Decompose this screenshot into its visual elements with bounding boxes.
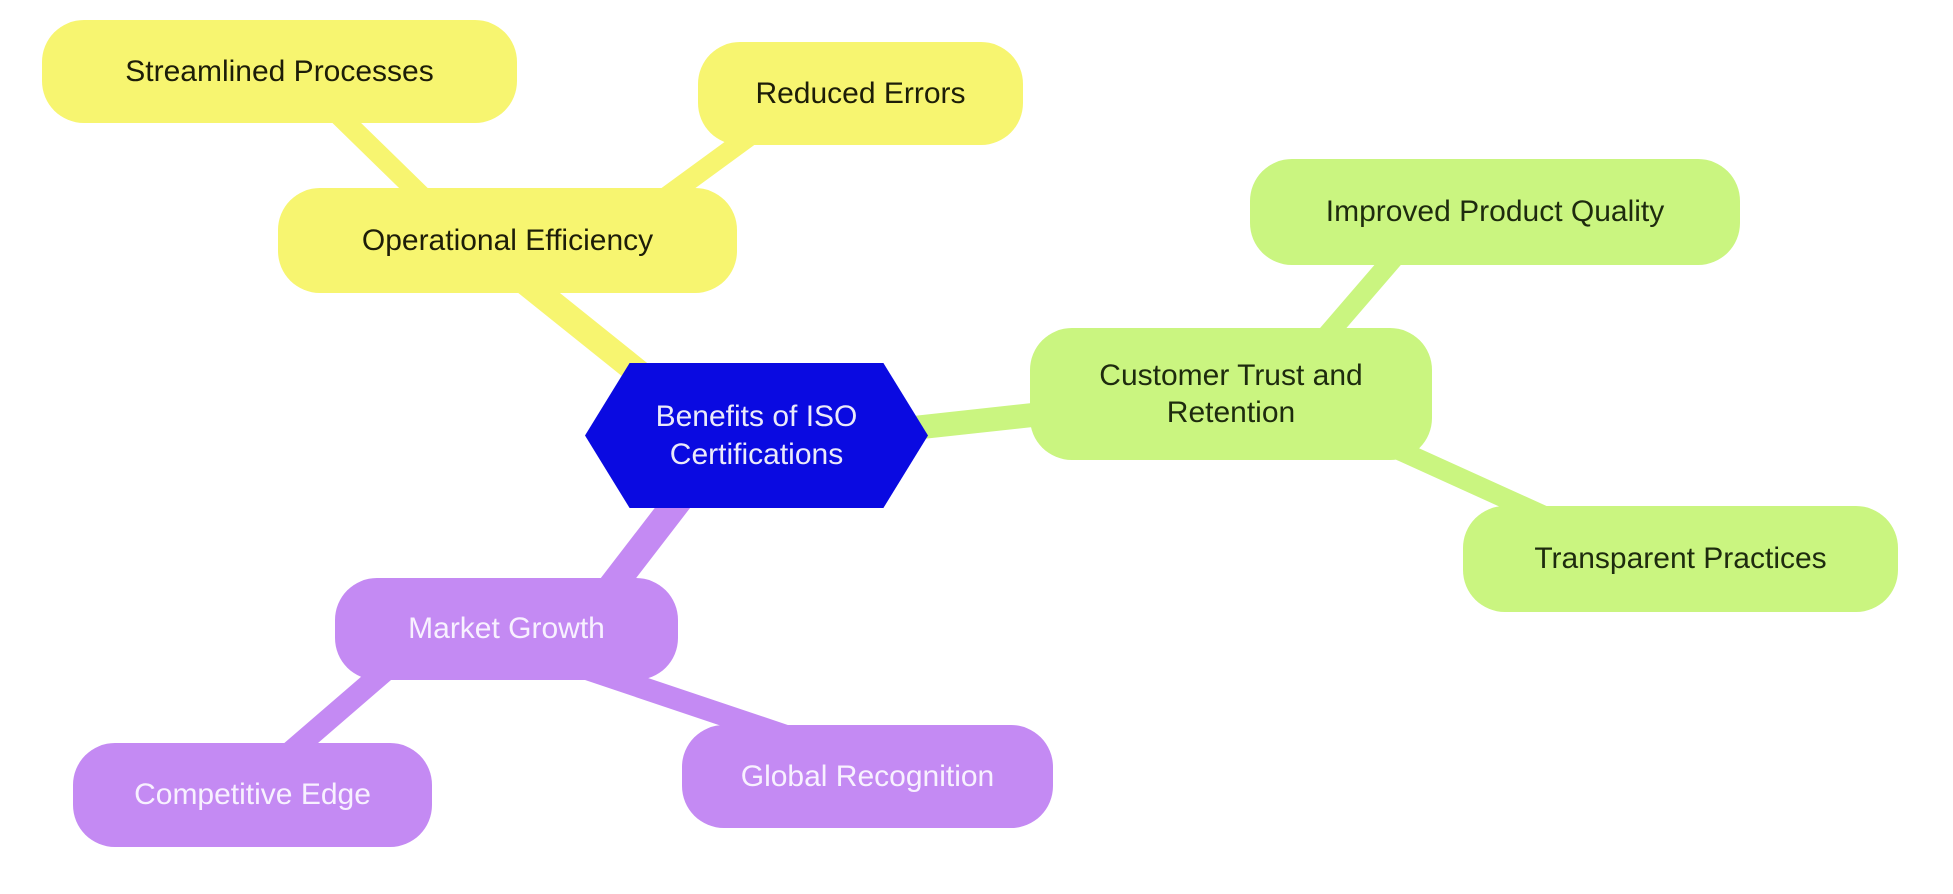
node-competitive-edge: Competitive Edge <box>73 743 432 847</box>
node-reduced-errors: Reduced Errors <box>698 42 1023 145</box>
node-label: Transparent Practices <box>1534 542 1827 576</box>
node-label: Improved Product Quality <box>1325 195 1665 229</box>
node-label: Customer Trust and Retention <box>1099 358 1363 430</box>
node-improved-product-quality: Improved Product Quality <box>1250 159 1740 265</box>
node-label: Competitive Edge <box>134 778 371 812</box>
node-streamlined-processes: Streamlined Processes <box>42 20 517 123</box>
node-label: Global Recognition <box>740 759 995 793</box>
node-transparent-practices: Transparent Practices <box>1463 506 1898 612</box>
node-label: Operational Efficiency <box>361 223 654 257</box>
node-global-recognition: Global Recognition <box>682 725 1053 828</box>
node-market-growth: Market Growth <box>335 578 678 680</box>
node-operational-efficiency: Operational Efficiency <box>278 188 737 293</box>
node-root-benefits-of-iso-certifications: Benefits of ISO Certifications <box>585 363 928 508</box>
node-label: Market Growth <box>408 612 605 646</box>
root-label: Benefits of ISO Certifications <box>655 400 858 471</box>
node-label: Streamlined Processes <box>125 54 434 88</box>
node-customer-trust-and-retention: Customer Trust and Retention <box>1030 328 1432 460</box>
node-label: Reduced Errors <box>755 76 966 110</box>
